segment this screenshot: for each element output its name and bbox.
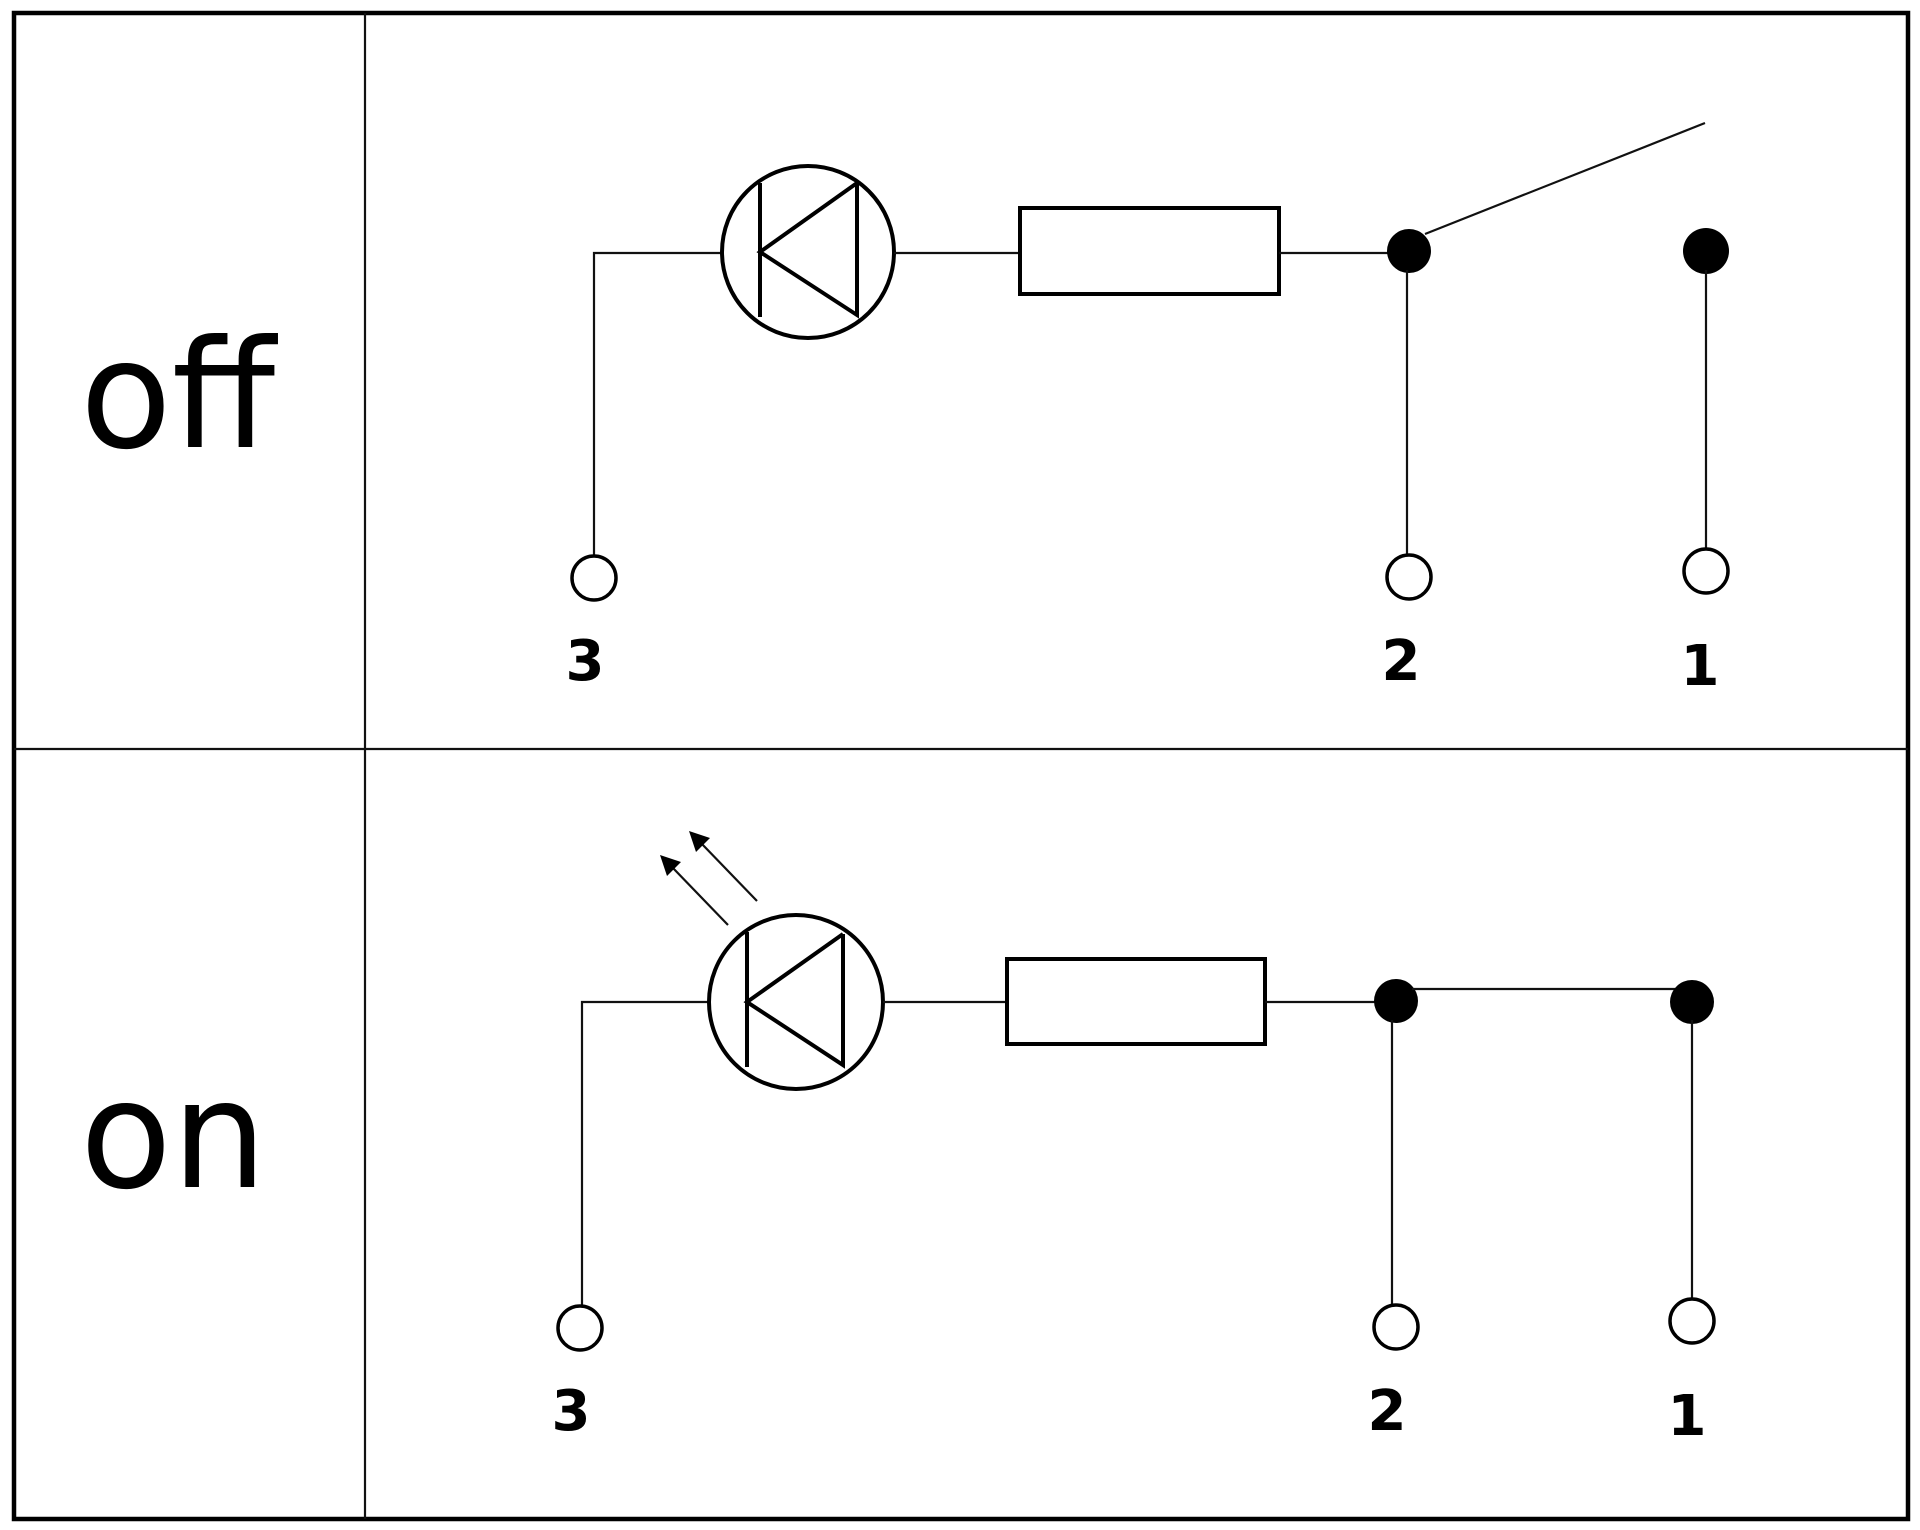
- terminal-label-3: 3: [566, 629, 605, 694]
- state-label-off: off: [80, 309, 279, 483]
- node-dot-common: [1387, 229, 1431, 273]
- state-label-on: on: [80, 1049, 267, 1223]
- node-dot-contact: [1670, 980, 1714, 1024]
- switch-lever-open: [1424, 121, 1706, 236]
- terminal-3-icon: [570, 554, 618, 602]
- terminal-1-icon: [1668, 1297, 1716, 1345]
- terminal-label-3: 3: [552, 1379, 591, 1444]
- led-icon: [720, 164, 896, 340]
- led-body: [720, 164, 896, 340]
- emission-arrow-shaft-2: [700, 842, 758, 902]
- terminal-label-1: 1: [1668, 1384, 1707, 1449]
- row-off: off: [80, 121, 1730, 699]
- led-triangle: [756, 181, 859, 319]
- resistor-icon: [1018, 206, 1281, 296]
- circuit-on: 3 2 1: [552, 831, 1716, 1449]
- table-frame: [11, 10, 1911, 1522]
- terminal-label-2: 2: [1368, 1379, 1407, 1444]
- led-triangle: [743, 932, 845, 1069]
- emission-arrow-shaft-1: [671, 866, 729, 926]
- resistor-icon: [1005, 957, 1267, 1046]
- terminal-2-icon: [1372, 1303, 1420, 1351]
- led-icon: [707, 913, 885, 1091]
- row-on: on: [80, 831, 1716, 1449]
- wire-terminal3-to-led: [592, 251, 722, 556]
- emission-arrowhead-2: [689, 831, 710, 852]
- led-body: [707, 913, 885, 1091]
- terminal-3-icon: [556, 1304, 604, 1352]
- node-dot-common: [1374, 979, 1418, 1023]
- circuit-off: 3 2 1: [566, 121, 1730, 699]
- terminal-label-2: 2: [1382, 629, 1421, 694]
- node-dot-contact: [1683, 228, 1729, 274]
- terminal-2-icon: [1385, 553, 1433, 601]
- terminal-label-1: 1: [1681, 634, 1720, 699]
- emission-arrowhead-1: [660, 855, 681, 876]
- wire-terminal3-to-led: [580, 1000, 709, 1306]
- light-emission-arrows-icon: [660, 831, 758, 926]
- terminal-1-icon: [1682, 547, 1730, 595]
